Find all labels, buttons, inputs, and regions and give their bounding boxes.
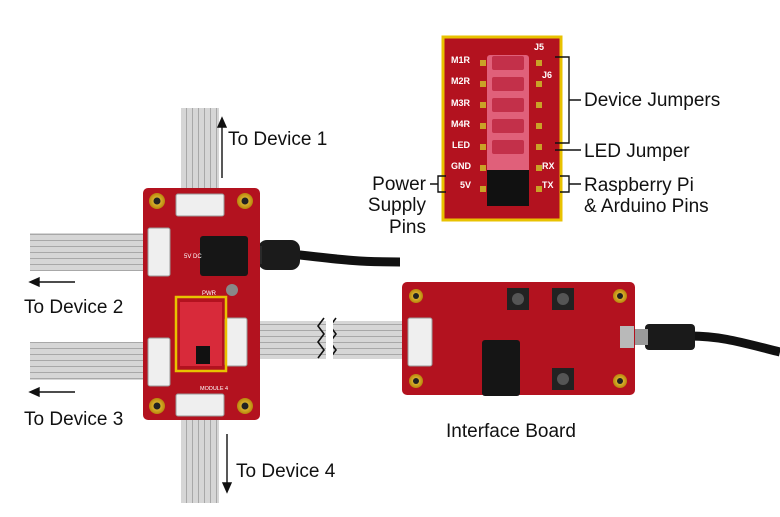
usb-cable: [628, 324, 780, 357]
pin-label-j6: J6: [542, 70, 553, 80]
interface-board: [402, 282, 635, 396]
label-power-line-1: Power: [372, 174, 426, 195]
power-pins-bracket: [430, 175, 446, 193]
pin-label-tx: TX: [542, 180, 554, 190]
pwr-label: PWR: [202, 291, 217, 297]
jumper-row: [480, 77, 542, 91]
device-jumpers-bracket: [555, 56, 581, 144]
pin-pad: [536, 81, 542, 87]
module-4-label: MODULE 4: [200, 386, 228, 392]
pin-pad: [536, 144, 542, 150]
pin-pad: [536, 60, 542, 66]
jumper-block: [487, 55, 529, 173]
pin-pad: [536, 123, 542, 129]
label-rpi-arduino-line-1: Raspberry Pi: [584, 175, 694, 196]
pin-label-m4r: M4R: [451, 119, 471, 129]
power-jack-label: 5V DC: [184, 254, 202, 260]
pin-label-5v: 5V: [460, 180, 472, 190]
jumper-inset: [441, 35, 563, 222]
jumper-cap: [492, 140, 524, 154]
pin-label-led: LED: [452, 140, 470, 150]
jumper-row: [480, 140, 542, 154]
module-2-connector: [147, 227, 171, 277]
jumper-cap: [492, 119, 524, 133]
label-device-jumpers: Device Jumpers: [584, 90, 721, 111]
ribbon-cable-device-4: [181, 408, 219, 503]
label-interface-board: Interface Board: [446, 421, 576, 442]
pin-label-m2r: M2R: [451, 76, 471, 86]
led: [226, 284, 238, 296]
pin-pad: [480, 81, 486, 87]
callout-lines: [430, 56, 581, 193]
label-to-device-2: To Device 2: [24, 297, 124, 318]
power-jack: [200, 236, 248, 276]
usb-port: [620, 326, 634, 348]
pin-label-m1r: M1R: [451, 55, 471, 65]
pin-pad: [480, 123, 486, 129]
pin-label-gnd: GND: [451, 161, 471, 171]
module-4-connector: [175, 393, 225, 417]
label-led-jumper: LED Jumper: [584, 141, 690, 162]
pin-pad: [480, 186, 486, 192]
interface-connector: [224, 317, 248, 367]
pin-pad: [536, 102, 542, 108]
label-to-device-4: To Device 4: [236, 461, 336, 482]
pin-header-callout: [174, 295, 228, 373]
pin-pad: [480, 165, 486, 171]
pin-label-m3r: M3R: [451, 98, 471, 108]
label-rpi-arduino: Raspberry Pi & Arduino Pins: [584, 175, 709, 218]
jumper-cap: [492, 56, 524, 70]
label-power-line-3: Pins: [389, 216, 426, 238]
pin-pad: [480, 144, 486, 150]
jumper-row: [480, 119, 542, 133]
label-rpi-arduino-line-2: & Arduino Pins: [584, 196, 709, 218]
label-power-supply-pins: Power Supply Pins: [340, 174, 426, 238]
ribbon-cable-device-1: [181, 108, 219, 196]
arrows: [28, 116, 233, 494]
jumper-row: [480, 98, 542, 112]
pin-pad: [536, 186, 542, 192]
jumper-row: [480, 186, 542, 192]
pin-label-rx: RX: [542, 161, 555, 171]
slide-switch: [482, 340, 520, 396]
ribbon-cable-device-2: [30, 233, 155, 271]
label-to-device-3: To Device 3: [24, 409, 124, 430]
jumper-row: [480, 56, 542, 70]
interface-board-connector: [407, 317, 433, 367]
label-power-line-2: Supply: [367, 195, 426, 217]
label-to-device-1: To Device 1: [228, 129, 328, 150]
pin-pad: [480, 102, 486, 108]
header-black: [487, 170, 529, 206]
jumper-cap: [492, 98, 524, 112]
ribbon-cable-device-3: [30, 342, 155, 380]
rpi-pins-bracket: [560, 175, 581, 193]
pin-label-j5: J5: [534, 42, 545, 52]
ribbon-cables: [30, 108, 415, 503]
jumper-row: [480, 165, 542, 171]
distribution-board: PWR 5V DC MODULE 4: [143, 188, 260, 420]
jumper-cap: [492, 77, 524, 91]
pin-pad: [480, 60, 486, 66]
pin-pad: [536, 165, 542, 171]
module-1-connector: [175, 193, 225, 217]
jumper-rows: [480, 56, 542, 192]
module-3-connector: [147, 337, 171, 387]
dc-power-cable: [244, 240, 401, 270]
